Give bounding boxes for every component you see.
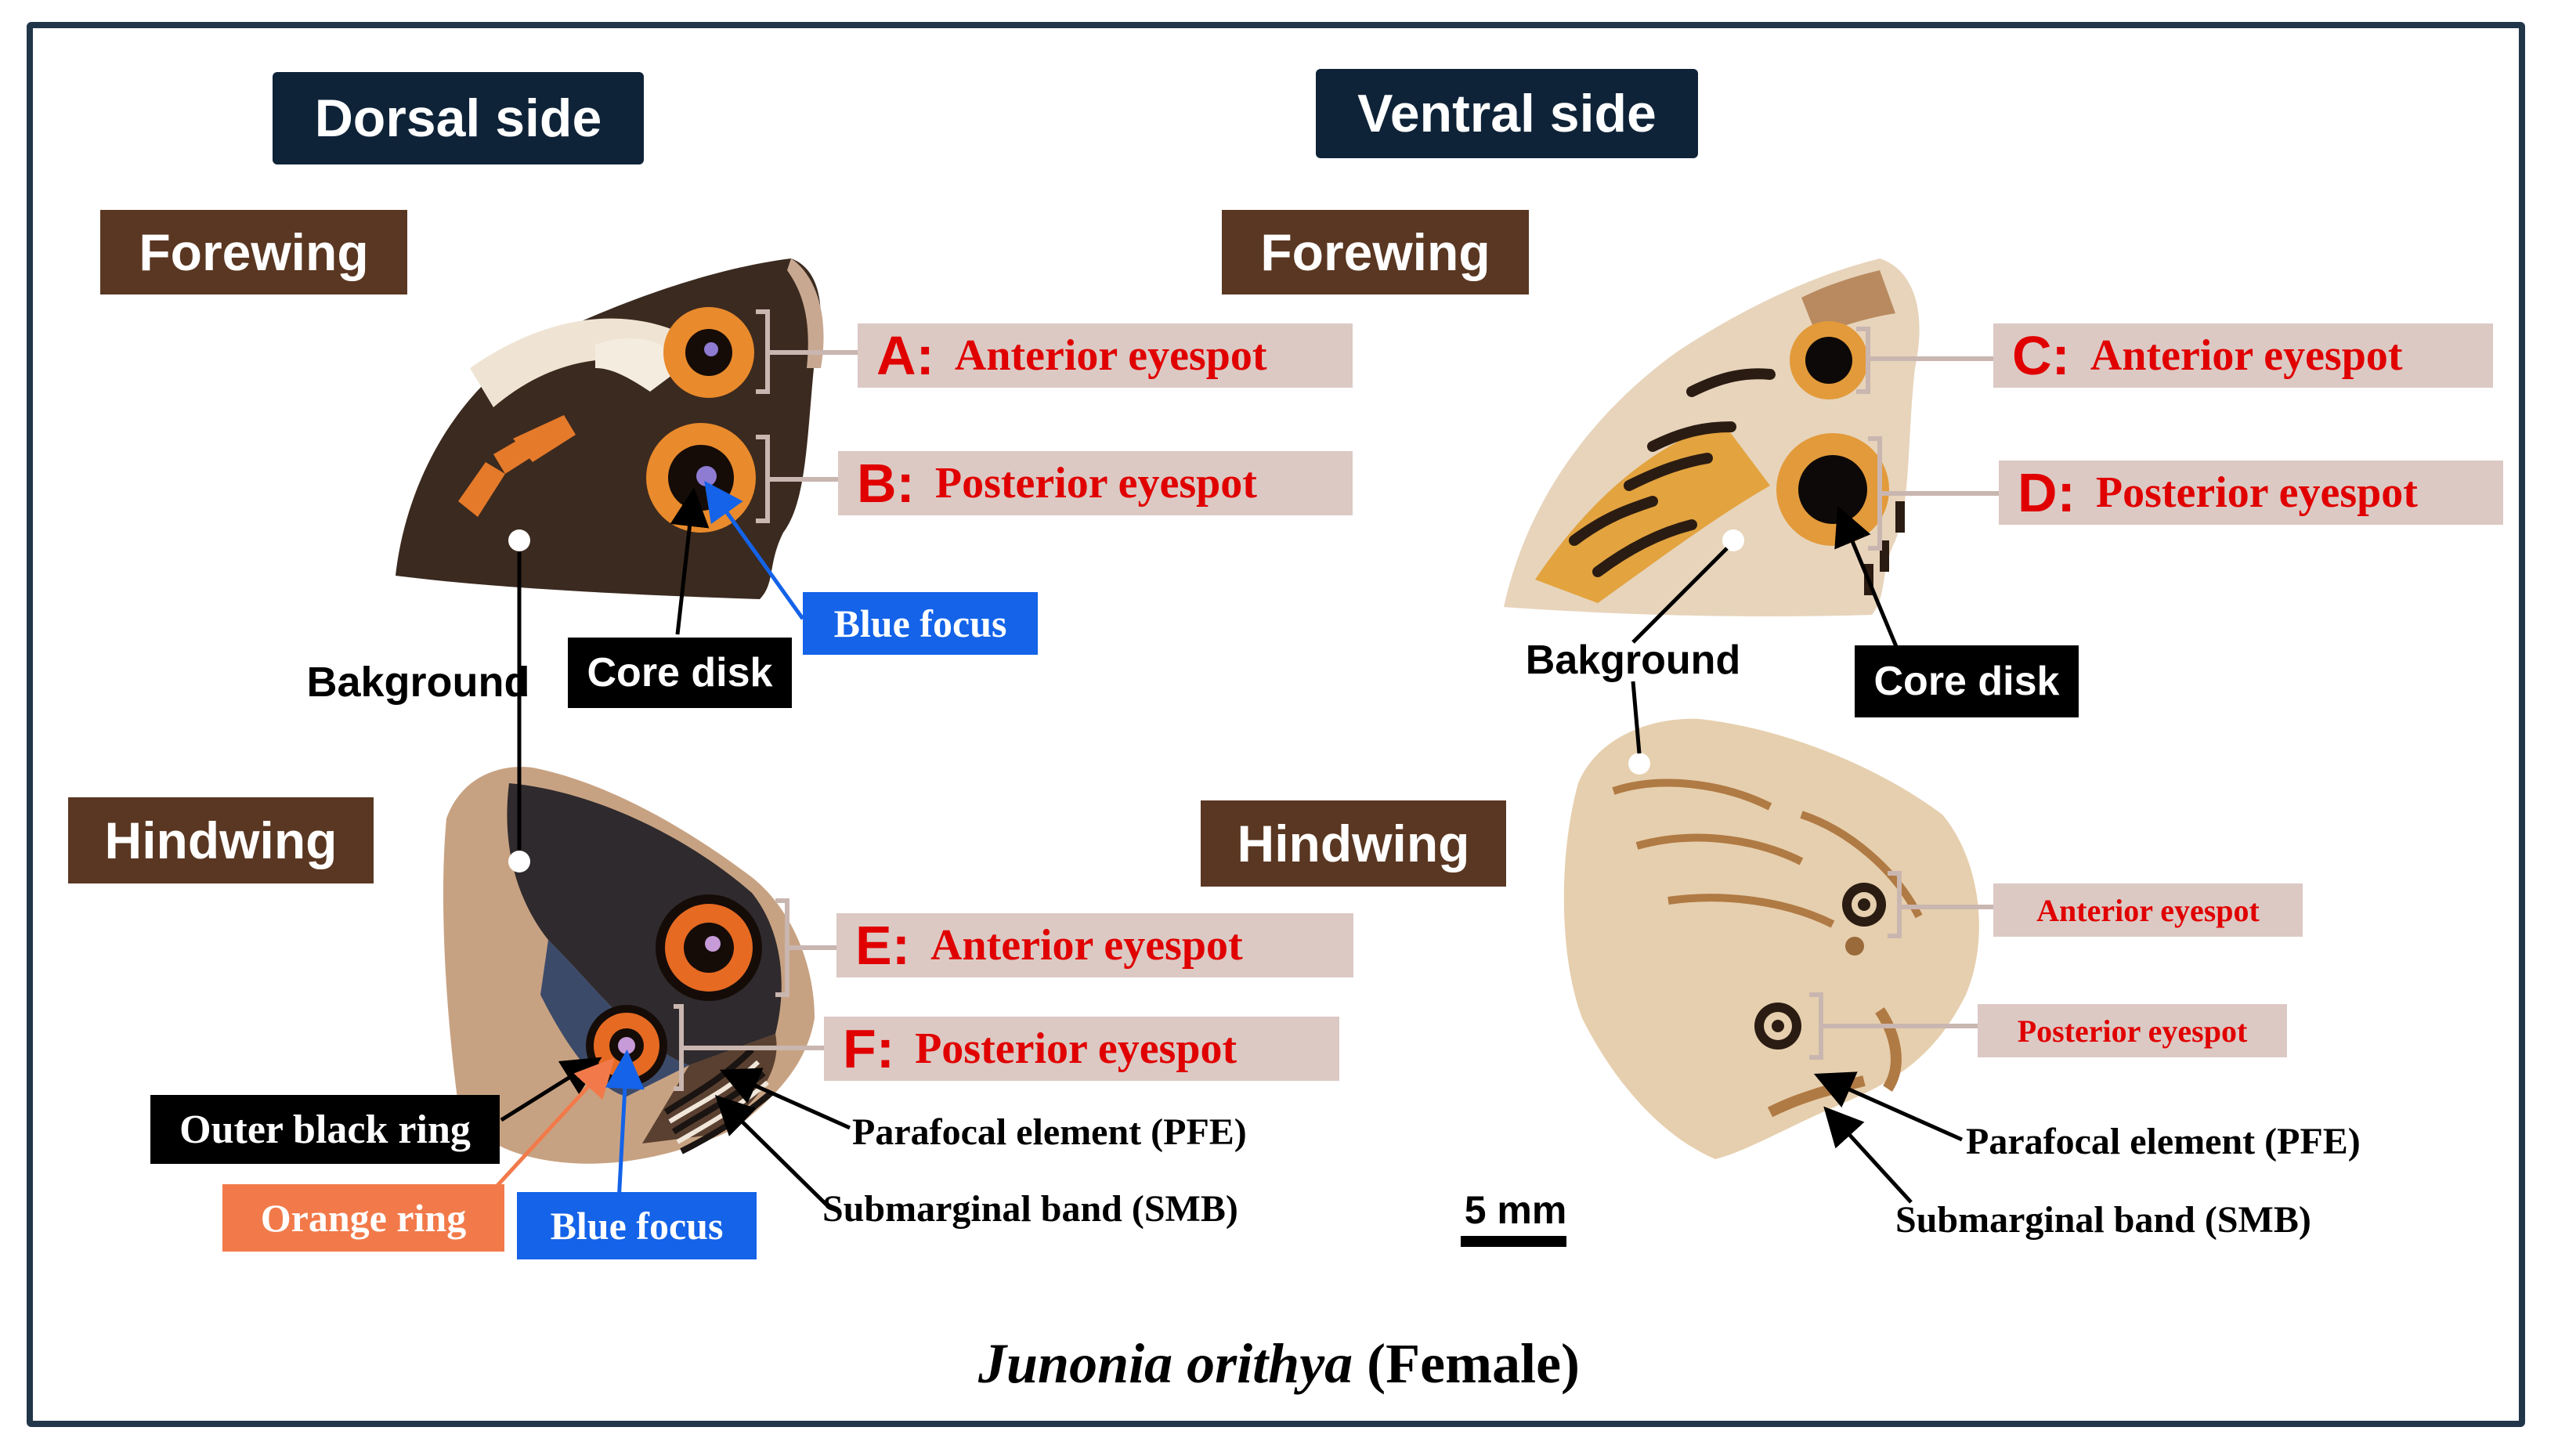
label-e-text: Anterior eyespot — [930, 920, 1243, 970]
label-background-dorsal: Bakground — [301, 655, 536, 710]
label-e-anterior-eyespot: E: Anterior eyespot — [836, 913, 1353, 977]
label-b-posterior-eyespot: B: Posterior eyespot — [838, 451, 1353, 515]
ventral-hindwing-title: Hindwing — [1201, 800, 1506, 887]
ventral-forewing-title: Forewing — [1222, 210, 1529, 294]
ventral-hindwing — [1564, 719, 1979, 1159]
label-a-anterior-eyespot: A: Anterior eyespot — [858, 323, 1353, 388]
scale-bar — [1461, 1236, 1566, 1247]
label-d-posterior-eyespot: D: Posterior eyespot — [1999, 461, 2503, 525]
label-ventral-hind-posterior-text: Posterior eyespot — [2018, 1013, 2248, 1050]
label-d-letter: D: — [2018, 461, 2076, 524]
ventral-side-header: Ventral side — [1316, 69, 1698, 158]
label-ventral-hind-anterior-text: Anterior eyespot — [2036, 892, 2260, 929]
scale-bar-label: 5 mm — [1449, 1187, 1582, 1234]
label-blue-focus-forewing: Blue focus — [803, 592, 1038, 655]
dorsal-side-header: Dorsal side — [273, 72, 644, 164]
label-b-letter: B: — [857, 452, 915, 515]
label-f-text: Posterior eyespot — [915, 1024, 1237, 1074]
label-b-text: Posterior eyespot — [935, 458, 1257, 508]
label-c-text: Anterior eyespot — [2090, 331, 2403, 381]
label-a-letter: A: — [876, 324, 934, 387]
label-pfe-dorsal: Parafocal element (PFE) — [852, 1104, 1322, 1159]
label-ventral-hind-anterior: Anterior eyespot — [1993, 883, 2303, 937]
label-background-ventral: Bakground — [1512, 634, 1754, 686]
label-core-disk-dorsal: Core disk — [568, 638, 792, 708]
caption-sex: (Female) — [1367, 1332, 1580, 1395]
label-smb-ventral: Submarginal band (SMB) — [1895, 1192, 2412, 1247]
dorsal-forewing-title: Forewing — [100, 210, 407, 294]
label-blue-focus-hindwing: Blue focus — [517, 1192, 757, 1259]
dorsal-hindwing-title: Hindwing — [68, 797, 374, 883]
label-a-text: Anterior eyespot — [955, 331, 1267, 381]
label-orange-ring: Orange ring — [222, 1184, 504, 1252]
label-core-disk-ventral: Core disk — [1855, 645, 2079, 717]
figure-caption: Junonia orithya (Female) — [0, 1331, 2558, 1396]
label-e-letter: E: — [855, 914, 910, 977]
label-smb-dorsal: Submarginal band (SMB) — [822, 1181, 1324, 1236]
label-ventral-hind-posterior: Posterior eyespot — [1978, 1004, 2287, 1057]
label-pfe-ventral: Parafocal element (PFE) — [1966, 1114, 2451, 1169]
label-c-letter: C: — [2012, 324, 2070, 387]
label-outer-black-ring: Outer black ring — [150, 1095, 500, 1164]
label-f-posterior-eyespot: F: Posterior eyespot — [824, 1017, 1339, 1081]
label-c-anterior-eyespot: C: Anterior eyespot — [1993, 323, 2493, 388]
label-f-letter: F: — [843, 1017, 894, 1080]
caption-species: Junonia orithya — [978, 1332, 1353, 1395]
label-d-text: Posterior eyespot — [2096, 468, 2418, 518]
